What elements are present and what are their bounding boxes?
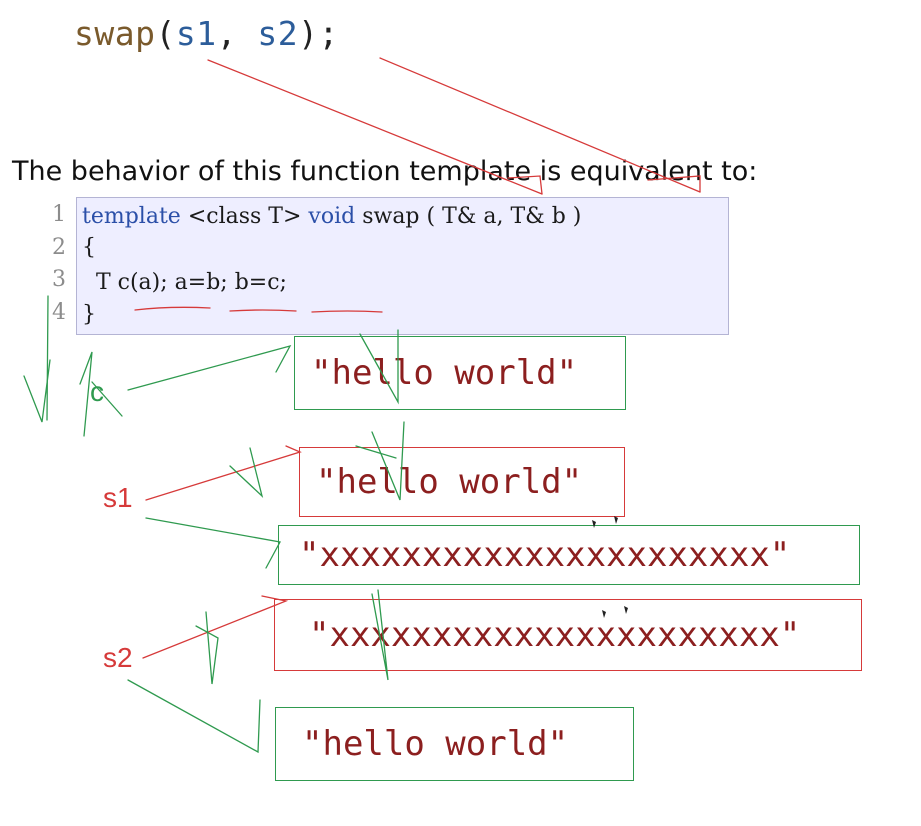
mark-b-tick: [647, 175, 701, 193]
call-arg-s2: s2: [257, 14, 299, 53]
scribble-mark-1: [592, 520, 596, 528]
line-number-3: 3: [52, 267, 66, 292]
arrow-c-to-box: [127, 344, 292, 391]
underline-c-a: [134, 306, 211, 311]
stroke-line-marker-2: [46, 295, 49, 421]
call-open-paren: (: [155, 14, 176, 53]
code-keyword-void: void: [308, 204, 356, 229]
line-number-4: 4: [52, 300, 66, 325]
strike-tick-s2: [195, 611, 219, 685]
description-text: The behavior of this function template i…: [12, 156, 758, 187]
arrow-s2-to-new-box: [127, 679, 261, 754]
label-s1: s1: [103, 482, 133, 513]
arrow-s1-to-a: [207, 59, 543, 195]
string-box-s2-new: "hello world": [275, 707, 634, 781]
code-signature: swap ( T& a, T& b ): [355, 204, 582, 229]
stroke-line-marker-1: [23, 359, 51, 423]
call-arg-s1: s1: [175, 14, 217, 53]
strike-hello-1: [359, 329, 399, 405]
arrow-s1-to-new-box: [145, 517, 281, 569]
swap-call: swap(s1, s2);: [74, 14, 339, 53]
stroke-c-tick: [91, 381, 123, 417]
strike-hello-3: [355, 445, 397, 459]
code-template-param: <class T>: [180, 204, 309, 229]
strike-tick-s1: [229, 447, 264, 498]
arrow-s1-to-old-box: [145, 445, 302, 501]
call-function-name: swap: [74, 14, 156, 53]
strike-xxx: [371, 589, 389, 681]
code-keyword-template: template: [82, 204, 181, 229]
stroke-line-marker-3: [79, 351, 93, 437]
underline-a-b: [229, 309, 297, 312]
call-comma: ,: [216, 14, 258, 53]
arrow-s2-to-b: [379, 57, 701, 193]
scribble-mark-3: [602, 610, 606, 618]
code-line-3: T c(a); a=b; b=c;: [82, 270, 287, 295]
strike-hello-2: [371, 421, 405, 501]
string-box-s1-new: "xxxxxxxxxxxxxxxxxxxxxx": [278, 525, 860, 585]
code-block: [76, 197, 729, 335]
string-box-c: "hello world": [294, 336, 626, 410]
mark-a-tick: [507, 175, 543, 195]
scribble-mark-4: [624, 606, 628, 614]
label-s2: s2: [103, 642, 133, 673]
code-line-1: template <class T> void swap ( T& a, T& …: [82, 204, 581, 229]
arrow-s2-to-old-box: [142, 595, 289, 659]
string-box-s2-old: "xxxxxxxxxxxxxxxxxxxxxx": [274, 599, 862, 671]
line-number-1: 1: [52, 202, 66, 227]
line-number-2: 2: [52, 235, 66, 260]
scribble-mark-2: [614, 516, 618, 524]
call-close: );: [298, 14, 339, 53]
code-line-4: }: [82, 302, 96, 327]
code-line-2: {: [82, 235, 96, 260]
string-box-s1-old: "hello world": [299, 447, 625, 517]
underline-b-c: [311, 310, 383, 313]
